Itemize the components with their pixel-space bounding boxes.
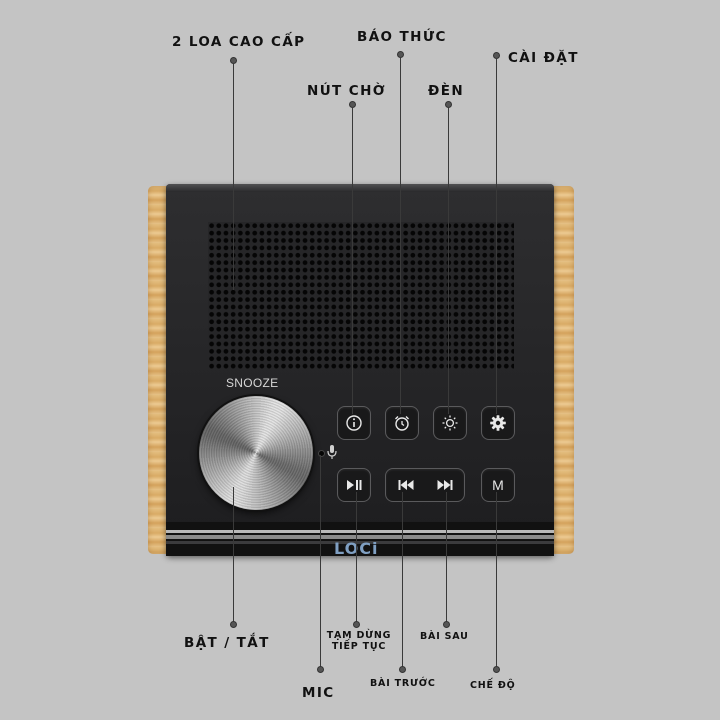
callout-light-dot [444,101,452,108]
skip-forward-icon [436,478,454,492]
callout-snooze-label: NÚT CHỜ [307,83,386,99]
callout-mic-dot [316,666,324,673]
callout-power-dot [229,621,237,628]
callout-settings-label: CÀI ĐẶT [508,50,579,66]
brand-logo: LOCi [334,540,378,556]
band-stripe [166,535,554,539]
callout-speakers-dot [229,57,237,64]
skip-back-icon [397,478,415,492]
callout-snooze-dot [348,101,356,108]
alarm-clock-icon [393,414,411,432]
track-navigation-button[interactable] [385,468,465,502]
callout-alarm-label: BÁO THỨC [357,29,447,45]
light-button[interactable] [433,406,467,440]
callout-next-label: BÀI SAU [420,631,469,642]
info-circle-icon [345,414,363,432]
callout-previous-label: BÀI TRƯỚC [370,678,436,689]
callout-mode-dot [492,666,500,673]
mode-button[interactable]: M [481,468,515,502]
callout-pause-line1: TẠM DỪNG [326,630,392,641]
settings-button[interactable] [481,406,515,440]
snooze-button[interactable] [337,406,371,440]
callout-pause-label: TẠM DỪNG TIẾP TỤC [326,630,392,652]
callout-snooze-line [352,108,353,414]
gear-icon [489,414,507,432]
mode-button-label: M [492,477,504,493]
callout-previous-line [402,492,403,668]
callout-mode-label: CHẾ ĐỘ [470,680,516,691]
play-pause-button[interactable] [337,468,371,502]
device-bottom-band [166,522,554,556]
sun-icon [441,414,459,432]
wood-side-right [550,186,574,554]
microphone-icon [326,444,338,460]
device-top-edge [166,184,554,192]
callout-speakers-line [233,64,234,290]
callout-previous-dot [398,666,406,673]
callout-alarm-line [400,58,401,414]
callout-settings-dot [492,52,500,59]
callout-power-line [233,487,234,623]
callout-pause-line [356,492,357,622]
callout-pause-line2: TIẾP TỤC [331,641,387,652]
alarm-button[interactable] [385,406,419,440]
power-volume-knob[interactable] [199,396,313,510]
callout-next-line [446,492,447,622]
callout-mic-line [320,455,321,667]
callout-light-line [448,108,449,414]
mic-hole [319,451,324,456]
callout-mic-label: MIC [302,685,335,701]
callout-settings-line [496,59,497,414]
band-stripe [166,530,554,533]
callout-mode-line [496,492,497,668]
play-pause-icon [345,478,363,492]
callout-speakers-label: 2 LOA CAO CẤP [172,34,306,50]
callout-light-label: ĐÈN [428,83,465,99]
snooze-print-label: SNOOZE [226,376,279,390]
callout-power-label: BẬT / TẮT [184,635,270,651]
callout-pause-dot [352,621,360,628]
band-stripe [166,541,554,544]
speaker-grille [208,222,514,370]
callout-next-dot [442,621,450,628]
callout-alarm-dot [396,51,404,58]
